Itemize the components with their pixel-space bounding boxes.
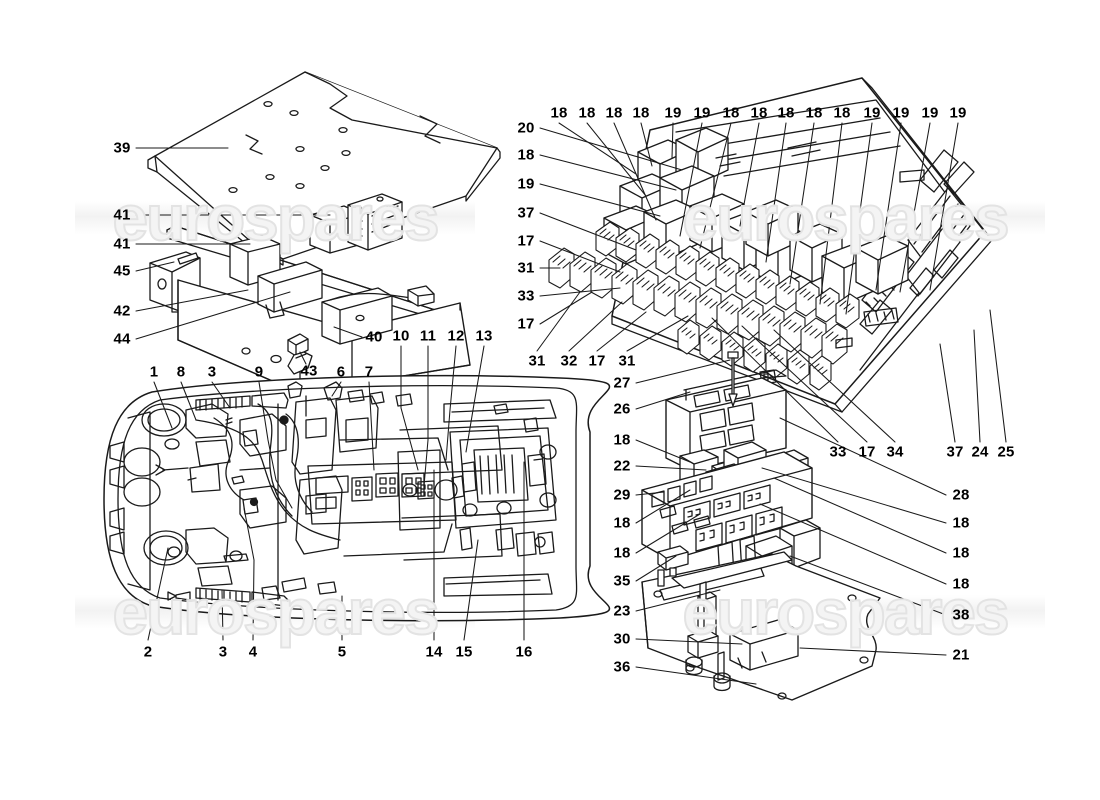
part-ref-34: 34 [886, 443, 904, 461]
part-ref-33: 33 [517, 287, 535, 305]
part-ref-43: 43 [300, 362, 318, 380]
part-ref-2: 2 [143, 643, 153, 661]
part-ref-40: 40 [365, 328, 383, 346]
part-ref-18: 18 [613, 431, 631, 449]
part-ref-23: 23 [613, 602, 631, 620]
part-ref-31: 31 [618, 352, 636, 370]
part-ref-5: 5 [337, 643, 347, 661]
part-ref-30: 30 [613, 630, 631, 648]
part-ref-18: 18 [777, 104, 795, 122]
fuse-block-29 [641, 441, 821, 601]
part-ref-22: 22 [613, 457, 631, 475]
part-ref-18: 18 [952, 514, 970, 532]
part-ref-18: 18 [613, 544, 631, 562]
part-ref-9: 9 [254, 363, 264, 381]
part-ref-18: 18 [517, 146, 535, 164]
part-ref-19: 19 [863, 104, 881, 122]
part-ref-1: 1 [149, 363, 159, 381]
part-ref-41: 41 [113, 235, 131, 253]
vehicle-plan-view [103, 374, 611, 622]
part-ref-19: 19 [693, 104, 711, 122]
part-ref-18: 18 [722, 104, 740, 122]
part-ref-24: 24 [971, 443, 989, 461]
part-ref-11: 11 [419, 327, 437, 345]
part-ref-17: 17 [588, 352, 606, 370]
part-ref-37: 37 [946, 443, 964, 461]
part-ref-4: 4 [248, 643, 258, 661]
part-ref-3: 3 [207, 363, 217, 381]
part-ref-8: 8 [176, 363, 186, 381]
part-ref-28: 28 [952, 486, 970, 504]
part-ref-32: 32 [560, 352, 578, 370]
part-ref-45: 45 [113, 262, 131, 280]
part-ref-18: 18 [613, 514, 631, 532]
part-ref-35: 35 [613, 572, 631, 590]
part-ref-44: 44 [113, 330, 131, 348]
part-ref-33: 33 [829, 443, 847, 461]
base-plate-23 [641, 545, 881, 701]
part-ref-18: 18 [952, 575, 970, 593]
part-ref-17: 17 [517, 232, 535, 250]
part-ref-26: 26 [613, 400, 631, 418]
part-ref-12: 12 [447, 327, 465, 345]
part-ref-25: 25 [997, 443, 1015, 461]
part-ref-18: 18 [952, 544, 970, 562]
part-ref-3: 3 [218, 643, 228, 661]
part-ref-6: 6 [336, 363, 346, 381]
part-ref-10: 10 [392, 327, 410, 345]
part-ref-15: 15 [455, 643, 473, 661]
part-ref-19: 19 [892, 104, 910, 122]
part-ref-19: 19 [517, 175, 535, 193]
fuse-relay-panel [548, 77, 993, 413]
part-ref-39: 39 [113, 139, 131, 157]
part-ref-19: 19 [921, 104, 939, 122]
part-ref-17: 17 [858, 443, 876, 461]
part-ref-37: 37 [517, 204, 535, 222]
part-ref-31: 31 [517, 259, 535, 277]
part-ref-7: 7 [364, 363, 374, 381]
part-ref-42: 42 [113, 302, 131, 320]
part-ref-36: 36 [613, 658, 631, 676]
part-ref-19: 19 [949, 104, 967, 122]
bracket-rail-assembly [149, 193, 471, 394]
part-ref-31: 31 [528, 352, 546, 370]
cover-panel-39 [147, 71, 501, 266]
part-ref-29: 29 [613, 486, 631, 504]
part-ref-20: 20 [517, 119, 535, 137]
part-ref-16: 16 [515, 643, 533, 661]
leader-lines [135, 122, 1007, 685]
part-ref-18: 18 [605, 104, 623, 122]
part-ref-18: 18 [632, 104, 650, 122]
part-ref-41: 41 [113, 206, 131, 224]
part-ref-18: 18 [750, 104, 768, 122]
part-ref-17: 17 [517, 315, 535, 333]
part-ref-13: 13 [475, 327, 493, 345]
part-ref-18: 18 [833, 104, 851, 122]
part-ref-19: 19 [664, 104, 682, 122]
part-ref-18: 18 [578, 104, 596, 122]
part-ref-18: 18 [805, 104, 823, 122]
part-ref-18: 18 [550, 104, 568, 122]
part-ref-14: 14 [425, 643, 443, 661]
part-ref-21: 21 [952, 646, 970, 664]
part-ref-38: 38 [952, 606, 970, 624]
part-ref-27: 27 [613, 374, 631, 392]
